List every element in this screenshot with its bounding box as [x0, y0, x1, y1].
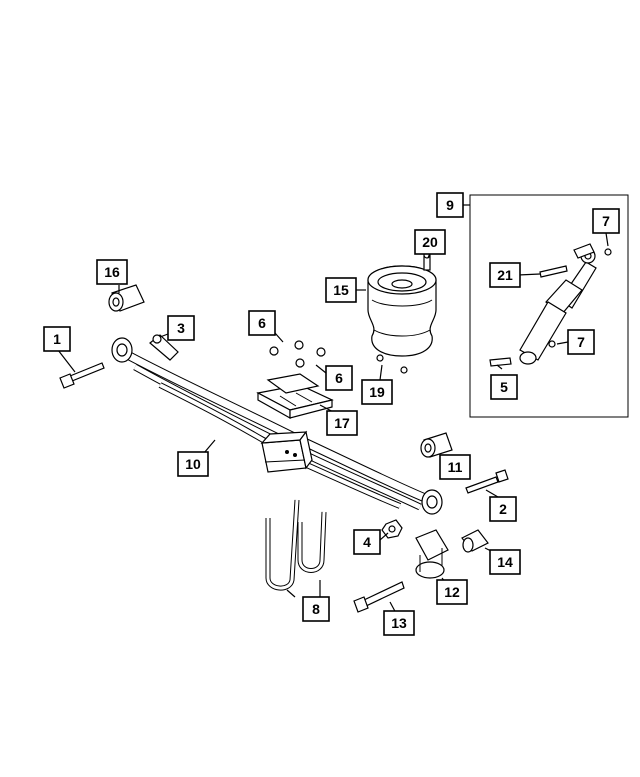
callout-c14: 14	[489, 549, 521, 575]
u-bolts	[265, 499, 327, 591]
leader-lines	[57, 204, 609, 616]
callout-label: 11	[448, 459, 463, 475]
callout-label: 16	[104, 264, 120, 280]
spring-seat-plate	[256, 373, 334, 420]
callout-label: 15	[333, 282, 349, 298]
callout-c16: 16	[96, 259, 128, 285]
callout-label: 6	[258, 315, 266, 331]
callout-label: 12	[444, 584, 460, 600]
shock-nuts	[548, 248, 612, 348]
callout-c15: 15	[325, 277, 357, 303]
plate-nuts	[269, 340, 326, 368]
callout-c17: 17	[326, 410, 358, 436]
callout-label: 4	[363, 534, 371, 550]
callout-c13: 13	[383, 610, 415, 636]
callout-label: 1	[53, 331, 61, 347]
callout-c6b: 6	[325, 365, 353, 391]
front-eye-bolt	[59, 362, 105, 389]
callout-label: 17	[334, 415, 350, 431]
callout-c8: 8	[302, 596, 330, 622]
spring-clip	[149, 334, 179, 361]
callout-label: 14	[497, 554, 513, 570]
callout-c5: 5	[490, 374, 518, 400]
callout-label: 10	[185, 456, 201, 472]
shock-upper-bolt	[539, 265, 568, 278]
callout-label: 3	[177, 320, 185, 336]
callout-c7b: 7	[567, 329, 595, 355]
callout-c6a: 6	[248, 310, 276, 336]
callout-c12: 12	[436, 579, 468, 605]
callout-c9: 9	[436, 192, 464, 218]
callout-label: 19	[369, 384, 385, 400]
air-spring	[367, 265, 437, 357]
spring-shackle	[415, 529, 449, 579]
callout-c11: 11	[439, 454, 471, 480]
callout-c3: 3	[167, 315, 195, 341]
callout-c7a: 7	[592, 208, 620, 234]
callout-c21: 21	[489, 262, 521, 288]
callout-c19: 19	[361, 379, 393, 405]
front-bushing	[108, 284, 145, 312]
callout-label: 6	[335, 370, 343, 386]
shackle-bolt	[353, 581, 405, 613]
callout-label: 13	[391, 615, 407, 631]
shock-lower-bolt	[489, 357, 512, 367]
callout-label: 20	[422, 234, 438, 250]
callout-label: 9	[446, 197, 454, 213]
shock-absorber	[519, 243, 597, 365]
callout-label: 7	[577, 334, 585, 350]
callout-c4: 4	[353, 529, 381, 555]
callout-label: 8	[312, 601, 320, 617]
callout-c10: 10	[177, 451, 209, 477]
callout-label: 5	[500, 379, 508, 395]
air-spring-nuts	[376, 354, 408, 374]
shackle-sleeve	[461, 529, 489, 553]
shock-kit-frame	[469, 194, 629, 418]
callout-c2: 2	[489, 496, 517, 522]
callout-label: 21	[497, 267, 513, 283]
callout-label: 2	[499, 501, 507, 517]
leaf-spring	[111, 337, 443, 515]
callout-label: 7	[602, 213, 610, 229]
callout-c20: 20	[414, 229, 446, 255]
callout-c1: 1	[43, 326, 71, 352]
rear-bushing	[420, 432, 453, 458]
rear-eye-bolt	[465, 469, 509, 494]
